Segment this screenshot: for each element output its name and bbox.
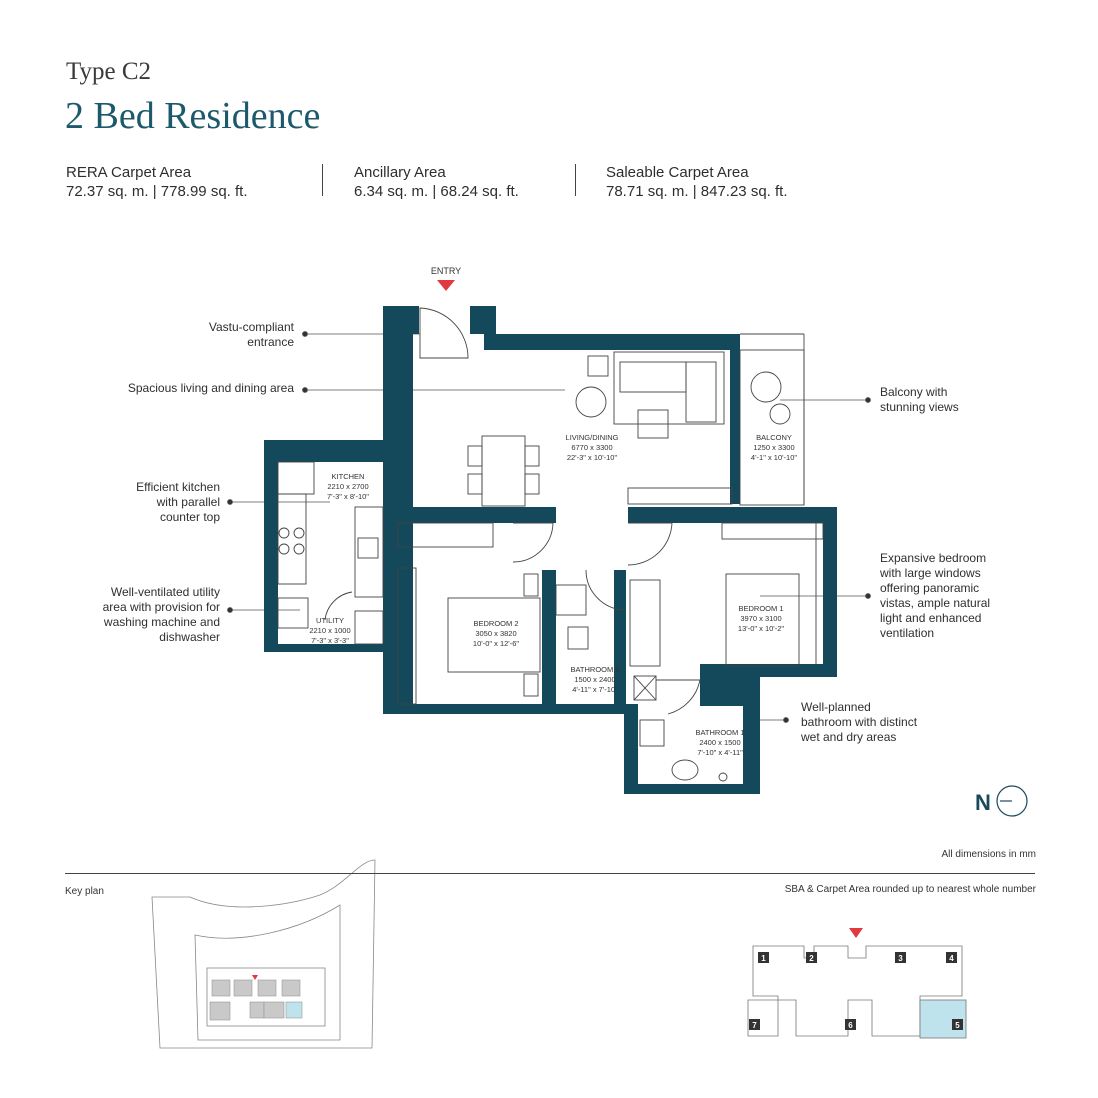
living-dims: 6770 x 3300	[571, 443, 612, 452]
key-plan-highlight	[285, 1001, 303, 1019]
entry-label: ENTRY	[431, 266, 461, 276]
key-plan-buildings	[209, 979, 301, 1021]
balcony-name: BALCONY	[756, 433, 792, 442]
key-plan-site	[151, 859, 376, 1049]
callout-entrance: Vastu-compliant entrance	[208, 320, 294, 349]
bathroom1-imperial: 7'-10" x 4'-11"	[697, 748, 743, 757]
unit-number: 2	[809, 954, 814, 963]
living-name: LIVING/DINING	[566, 433, 619, 442]
unit-number: 3	[898, 954, 903, 963]
callout-living: Spacious living and dining area	[127, 381, 294, 395]
area-value: 72.37 sq. m. | 778.99 sq. ft.	[66, 183, 248, 200]
unit-number: 4	[949, 954, 954, 963]
bathroom2-imperial: 4'-11" x 7'-10"	[572, 685, 618, 694]
bedroom1-imperial: 13'-0" x 10'-2"	[738, 624, 784, 633]
key-plan-entry-marker-icon	[252, 975, 258, 980]
entry-marker-icon	[437, 280, 455, 291]
divider	[322, 164, 323, 196]
rera-carpet-area: RERA Carpet Area 72.37 sq. m. | 778.99 s…	[66, 163, 248, 201]
bathroom1-name: BATHROOM 1	[695, 728, 744, 737]
bedroom1-dims: 3970 x 3100	[740, 614, 781, 623]
divider-line	[65, 873, 1035, 874]
bathroom2-dims: 1500 x 2400	[574, 675, 615, 684]
kitchen-dims: 2210 x 2700	[327, 482, 368, 491]
bedroom1-name: BEDROOM 1	[738, 604, 783, 613]
saleable-carpet-area: Saleable Carpet Area 78.71 sq. m. | 847.…	[606, 163, 788, 201]
north-arrow-icon	[996, 785, 1028, 817]
callout-balcony: Balcony with stunning views	[880, 385, 959, 414]
bedroom2-imperial: 10'-0" x 12'-6"	[473, 639, 519, 648]
bedroom2-name: BEDROOM 2	[473, 619, 518, 628]
callout-bedroom: Expansive bedroom with large windows off…	[880, 551, 991, 640]
bathroom1-dims: 2400 x 1500	[699, 738, 740, 747]
unit-number: 6	[848, 1021, 853, 1030]
balcony-dims: 1250 x 3300	[753, 443, 794, 452]
kitchen-imperial: 7'-3" x 8'-10"	[327, 492, 369, 501]
bathroom2-name: BATHROOM 2	[570, 665, 619, 674]
ancillary-area: Ancillary Area 6.34 sq. m. | 68.24 sq. f…	[354, 163, 519, 201]
unit-number: 7	[752, 1021, 757, 1030]
block-plan	[747, 945, 963, 1037]
callout-bathroom: Well-planned bathroom with distinct wet …	[801, 700, 918, 744]
page-title: 2 Bed Residence	[65, 95, 321, 137]
living-imperial: 22'-3" x 10'-10"	[567, 453, 618, 462]
area-value: 6.34 sq. m. | 68.24 sq. ft.	[354, 183, 519, 200]
utility-name: UTILITY	[316, 616, 344, 625]
balcony-imperial: 4'-1" x 10'-10"	[751, 453, 797, 462]
callout-kitchen: Efficient kitchen with parallel counter …	[136, 480, 220, 524]
north-label: N	[975, 790, 991, 815]
area-value: 78.71 sq. m. | 847.23 sq. ft.	[606, 183, 788, 200]
callout-utility: Well-ventilated utility area with provis…	[102, 585, 220, 644]
bedroom2-dims: 3050 x 3820	[475, 629, 516, 638]
rounding-note: SBA & Carpet Area rounded up to nearest …	[784, 884, 1036, 895]
divider	[575, 164, 576, 196]
dimensions-note: All dimensions in mm	[941, 849, 1036, 860]
utility-imperial: 7'-3" x 3'-3"	[311, 636, 349, 645]
key-plan-label: Key plan	[65, 886, 104, 897]
unit-badges: 1 2 3 4 5 6 7	[749, 952, 963, 1030]
kitchen-name: KITCHEN	[332, 472, 365, 481]
area-label: Ancillary Area	[354, 164, 446, 181]
utility-dims: 2210 x 1000	[309, 626, 350, 635]
unit-number: 1	[761, 954, 766, 963]
block-entry-marker-icon	[849, 928, 863, 938]
room-labels: LIVING/DINING 6770 x 3300 22'-3" x 10'-1…	[309, 433, 797, 757]
fixtures	[277, 307, 824, 782]
area-label: Saleable Carpet Area	[606, 164, 749, 181]
area-label: RERA Carpet Area	[66, 164, 192, 181]
type-label: Type C2	[66, 58, 152, 85]
walls	[264, 306, 837, 794]
unit-number: 5	[955, 1021, 960, 1030]
